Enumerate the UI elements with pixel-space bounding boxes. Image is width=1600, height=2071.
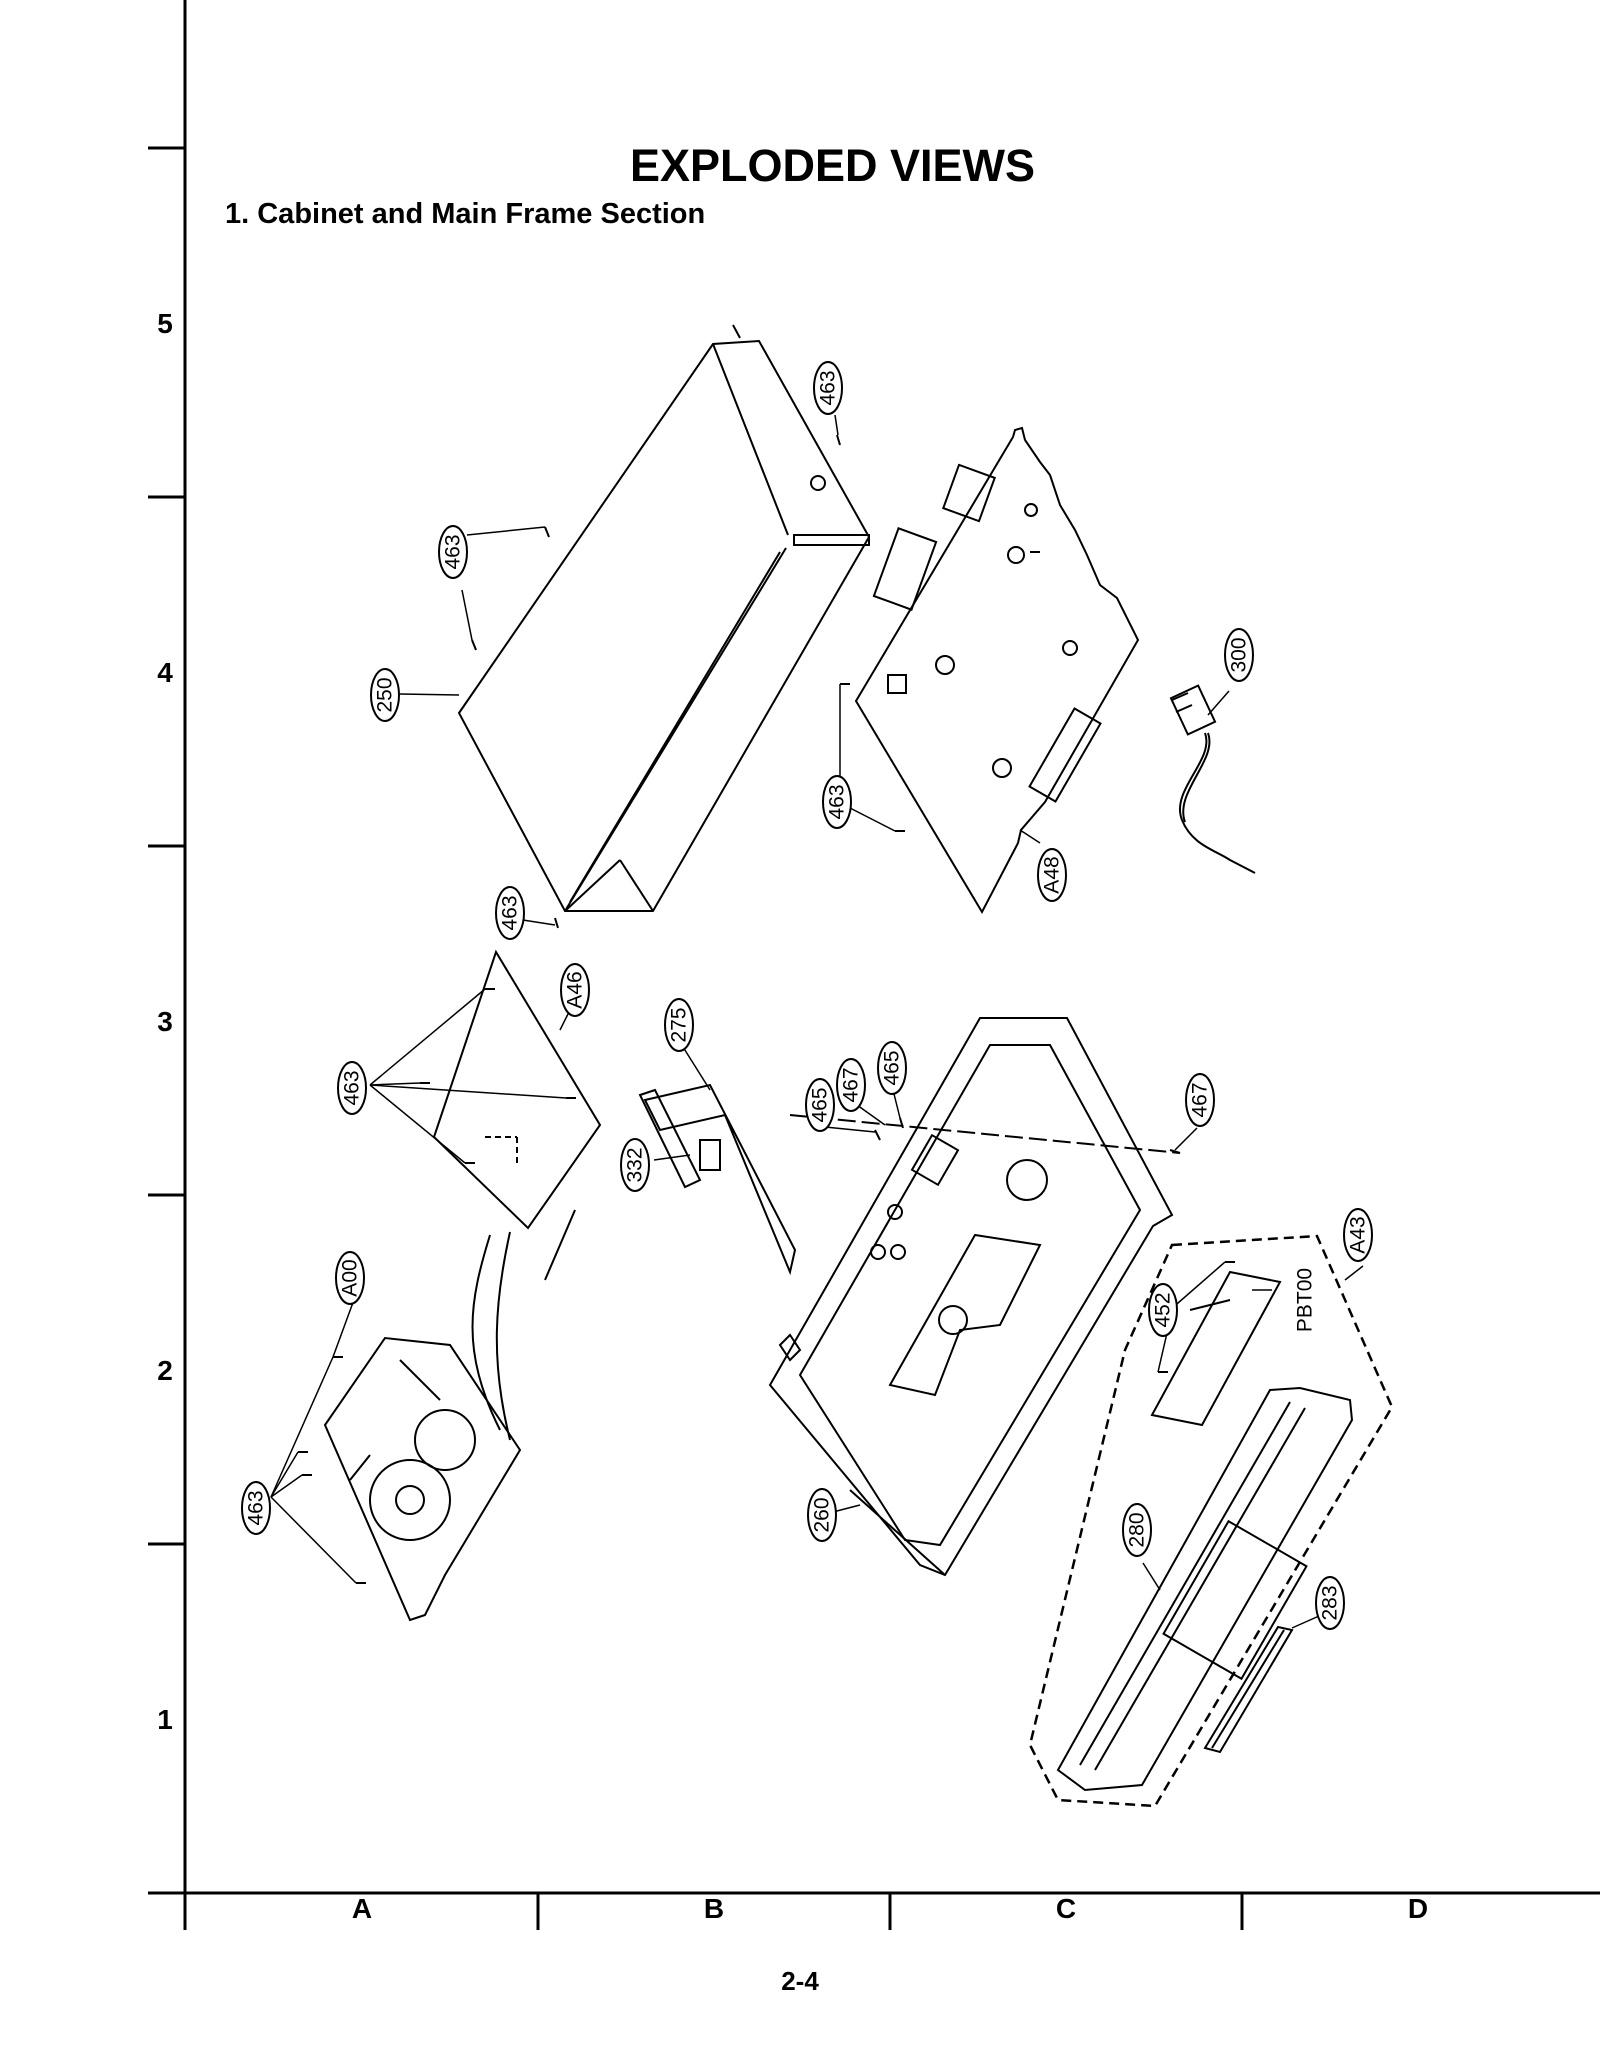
screws: [298, 434, 1235, 1584]
callout-332: 332: [620, 1138, 650, 1192]
svg-text:250: 250: [374, 677, 397, 712]
callout-463-board: 463: [822, 775, 852, 829]
grid-row-label: 1: [157, 1704, 173, 1735]
pcb-a46-part: [432, 949, 602, 1441]
svg-text:332: 332: [624, 1147, 647, 1182]
svg-text:463: 463: [341, 1070, 364, 1105]
grid-row-label: 2: [157, 1355, 173, 1386]
grid-column-label: B: [703, 1893, 725, 1924]
callout-a46: A46: [560, 963, 590, 1017]
front-panel-assembly-boundary: [1028, 1234, 1394, 1808]
callout-300: 300: [1224, 628, 1254, 682]
svg-text:463: 463: [499, 895, 522, 930]
svg-text:452: 452: [1152, 1292, 1175, 1327]
callout-275: 275: [664, 998, 694, 1052]
svg-text:463: 463: [442, 534, 465, 569]
svg-text:A48: A48: [1041, 856, 1064, 893]
callout-a43: A43: [1343, 1208, 1373, 1262]
callout-463-bracket: 463: [337, 1061, 367, 1115]
grid-row-label: 3: [157, 1006, 173, 1037]
svg-text:463: 463: [817, 370, 840, 405]
pcb-pbt00-part: [1150, 1270, 1282, 1427]
svg-text:260: 260: [811, 1497, 834, 1532]
grid-row-label: 4: [157, 657, 173, 688]
callout-260: 260: [807, 1488, 837, 1542]
svg-text:A43: A43: [1347, 1216, 1370, 1253]
grid-row-label: 5: [157, 308, 173, 339]
bracket-part: [638, 1083, 1181, 1276]
front-door-part: [1203, 1625, 1294, 1754]
svg-text:PBT00: PBT00: [1294, 1268, 1317, 1332]
callout-283: 283: [1315, 1576, 1345, 1630]
callout-a00: A00: [335, 1251, 365, 1305]
callout-463-mid: 463: [495, 886, 525, 940]
svg-text:465: 465: [881, 1050, 904, 1085]
svg-text:280: 280: [1126, 1512, 1149, 1547]
main-board-part: [854, 426, 1140, 915]
svg-text:283: 283: [1319, 1585, 1342, 1620]
svg-text:465: 465: [809, 1087, 832, 1122]
svg-text:A00: A00: [339, 1259, 362, 1296]
label-pbt00: PBT00: [1294, 1268, 1317, 1332]
svg-text:A46: A46: [564, 971, 587, 1008]
grid-column-label: A: [351, 1893, 373, 1924]
callout-a48: A48: [1037, 848, 1067, 902]
callout-467-a: 467: [836, 1058, 866, 1112]
page-title: EXPLODED VIEWS: [629, 140, 1036, 191]
page-frame: [148, 0, 1600, 1930]
callout-250: 250: [370, 668, 400, 722]
page-number: 2-4: [781, 1966, 819, 1996]
callout-280: 280: [1122, 1503, 1152, 1557]
callout-452: 452: [1148, 1283, 1178, 1337]
dvd-loader-part: [323, 1336, 522, 1622]
callout-463-deck: 463: [241, 1481, 271, 1535]
svg-text:467: 467: [1189, 1082, 1212, 1117]
callout-463-cover: 463: [438, 525, 468, 579]
callout-463-top: 463: [813, 361, 843, 415]
front-panel-part: [1056, 1386, 1354, 1792]
svg-text:275: 275: [668, 1007, 691, 1042]
callout-465-b: 465: [805, 1078, 835, 1132]
main-chassis-part: [768, 1017, 1174, 1577]
grid-column-label: C: [1055, 1893, 1077, 1924]
svg-text:467: 467: [840, 1067, 863, 1102]
power-cord-part: [1169, 684, 1256, 874]
svg-text:463: 463: [826, 784, 849, 819]
callout-465-a: 465: [877, 1041, 907, 1095]
callout-467-b: 467: [1185, 1073, 1215, 1127]
top-cover-part: [457, 324, 871, 912]
leader-lines: [270, 414, 1364, 1629]
section-subtitle: 1. Cabinet and Main Frame Section: [225, 198, 706, 230]
grid-column-label: D: [1407, 1893, 1429, 1924]
callouts: 463 463 250 463 A48 300 463 A46: [241, 361, 1373, 1630]
svg-text:463: 463: [245, 1490, 268, 1525]
svg-text:300: 300: [1228, 637, 1251, 672]
